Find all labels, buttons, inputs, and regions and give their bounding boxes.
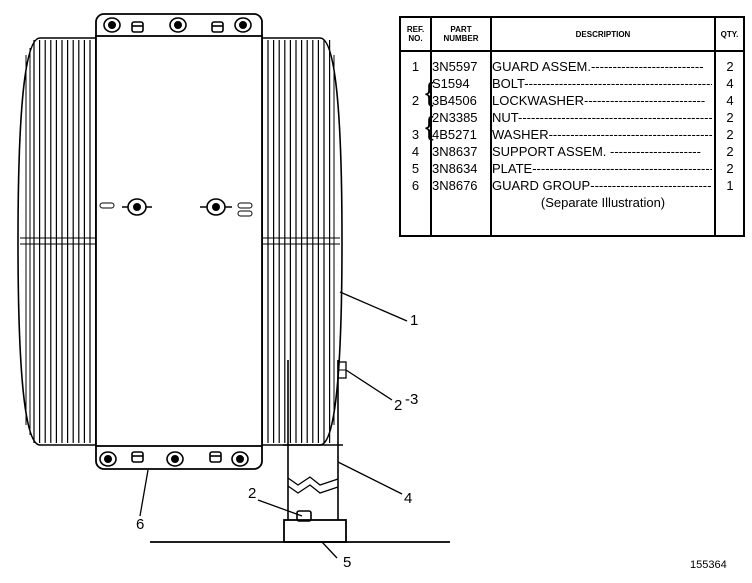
callout-1: 1: [410, 312, 419, 329]
parts-table: REF. NO. PART NUMBER DESCRIPTION QTY. 1 …: [399, 16, 745, 237]
bottom-bolts: [99, 451, 249, 467]
qty-cell: 2: [726, 161, 734, 176]
header-qty: QTY.: [720, 29, 739, 39]
desc-cell: GUARD GROUP-----------------------------…: [492, 178, 712, 193]
header-rule: [401, 50, 743, 52]
desc-cell: GUARD ASSEM.--------------------------: [492, 59, 704, 74]
part-cell: 3N8676: [432, 178, 478, 193]
desc-text: NUT: [492, 110, 518, 125]
ref-cell: 2: [411, 93, 420, 108]
qty-cell: 2: [726, 127, 734, 142]
desc-cell: LOCKWASHER----------------------------: [492, 93, 706, 108]
callout-2: 2: [248, 485, 257, 502]
center-plate: [95, 13, 263, 470]
desc-cell: NUT-------------------------------------…: [492, 110, 712, 125]
part-cell: 4B5271: [432, 127, 477, 142]
qty-cell: 2: [726, 59, 734, 74]
qty-cell: 2: [726, 110, 734, 125]
callout-2-3: 2: [394, 397, 403, 414]
callout-5: 5: [343, 554, 352, 571]
callout-6: 6: [136, 516, 145, 533]
part-cell: 3N8634: [432, 161, 478, 176]
part-cell: 2N3385: [432, 110, 478, 125]
divider-part: [490, 18, 492, 235]
table-note-row: (Separate Illustration): [401, 194, 743, 211]
desc-text: WASHER: [492, 127, 549, 142]
qty-cell: 1: [726, 178, 734, 193]
ref-cell: 3: [411, 127, 420, 142]
desc-cell: SUPPORT ASSEM. ---------------------: [492, 144, 701, 159]
callout-4: 4: [404, 490, 413, 507]
header-description: DESCRIPTION: [575, 29, 631, 39]
table-row: 2N3385 NUT------------------------------…: [401, 109, 743, 126]
left-coil-guard: [17, 37, 97, 446]
ref-cell: 6: [411, 178, 420, 193]
part-cell: 3N5597: [432, 59, 478, 74]
qty-cell: 2: [726, 144, 734, 159]
table-row: 2 3B4506 LOCKWASHER---------------------…: [401, 92, 743, 109]
header-ref-no: REF. NO.: [406, 25, 425, 43]
divider-ref: [430, 18, 432, 235]
desc-cell: PLATE-----------------------------------…: [492, 161, 712, 176]
right-coil-guard: [261, 37, 343, 446]
base-plate: [150, 510, 450, 543]
desc-text: GUARD GROUP: [492, 178, 591, 193]
support-post: [283, 360, 347, 520]
desc-cell: BOLT------------------------------------…: [492, 76, 712, 91]
ref-cell: 5: [411, 161, 420, 176]
top-bolts: [103, 17, 252, 33]
callout-2-3-suffix: -3: [405, 391, 419, 408]
part-cell: 3B4506: [432, 93, 477, 108]
qty-cell: 4: [726, 93, 734, 108]
desc-text: SUPPORT ASSEM.: [492, 144, 607, 159]
qty-cell: 4: [726, 76, 734, 91]
table-row: 5 3N8634 PLATE--------------------------…: [401, 160, 743, 177]
table-row: 1 3N5597 GUARD ASSEM.-------------------…: [401, 58, 743, 75]
table-row: 6 3N8676 GUARD GROUP--------------------…: [401, 177, 743, 194]
ref-cell: 4: [411, 144, 420, 159]
desc-text: LOCKWASHER: [492, 93, 584, 108]
part-cell: 3N8637: [432, 144, 478, 159]
figure-id: 155364: [690, 559, 727, 571]
desc-text: PLATE: [492, 161, 533, 176]
part-cell: S1594: [432, 76, 470, 91]
middle-bolts: [99, 198, 253, 217]
ref-cell: 1: [411, 59, 420, 74]
brace-group-2: {: [425, 77, 434, 107]
table-row: 4 3N8637 SUPPORT ASSEM. ----------------…: [401, 143, 743, 160]
header-part-number: PART NUMBER: [443, 25, 479, 43]
leader-lines: [139, 291, 408, 559]
table-row: S1594 BOLT------------------------------…: [401, 75, 743, 92]
divider-desc: [714, 18, 716, 235]
separate-illustration-note: (Separate Illustration): [540, 195, 666, 210]
desc-cell: WASHER----------------------------------…: [492, 127, 712, 142]
desc-text: BOLT: [492, 76, 525, 91]
table-row: 3 4B5271 WASHER-------------------------…: [401, 126, 743, 143]
desc-text: GUARD ASSEM.: [492, 59, 591, 74]
brace-group-3: {: [425, 111, 434, 141]
